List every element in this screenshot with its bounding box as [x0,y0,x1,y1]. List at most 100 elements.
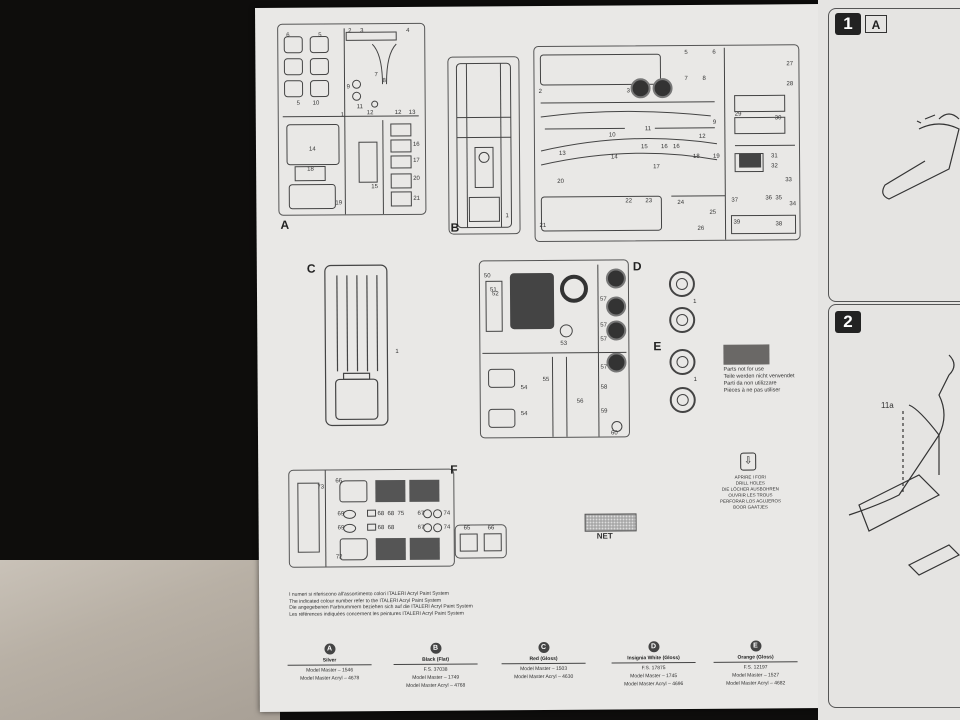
part-number: 18 [307,166,314,173]
part-number: 24 [677,200,685,207]
color-name: Black (Flat) [393,656,478,666]
part-number: 10 [608,132,616,139]
color-entry-d: D Insignia White (Gloss) F.S. 17875 Mode… [603,635,703,688]
part-number: 4 [664,88,668,95]
part-number: 10 [312,100,320,107]
part-number: 6 [286,32,290,39]
net-part [584,513,637,532]
part-number: 12 [366,110,374,117]
not-for-use-swatch [723,344,770,365]
part-number: 11 [356,104,363,111]
part-number: 54 [520,385,528,392]
part-number: 11 [644,126,652,133]
part-number: 5 [684,49,688,57]
part-number: 37 [731,197,739,204]
color-entry-b: B Black (Flat) F.S. 37038 Model Master –… [385,636,485,689]
color-letter: C [537,641,550,654]
part-number: 57 [600,322,607,329]
part-number: 13 [408,109,416,116]
part-number: 13 [559,150,566,157]
sprue-label-e: E [653,339,662,354]
window-part [459,533,478,552]
part-number: 66 [335,478,343,485]
part-number: 20 [413,175,420,182]
part-number: 32 [771,163,778,170]
part-number: 57 [600,336,608,343]
part-number: 31 [771,153,778,160]
part-number: 33 [785,177,792,184]
part-number: 12 [394,109,402,117]
not-for-use-legend: Parts not for use Teile werden nicht ver… [724,366,804,395]
assembly-page: 1 A 2 11a [818,0,960,720]
color-letter: E [749,640,762,652]
part-number: 18 [693,153,700,160]
part-number: 8 [702,75,706,82]
part-number: 59 [600,408,608,415]
color-mm: Model Master – 1503 [520,665,568,673]
tire-part [669,348,696,376]
step-sprue-tag: A [865,15,887,33]
part-block [739,153,762,168]
part-number: 9 [346,84,350,91]
paint-system: Acryl Paint System [399,597,442,604]
part-number: 74 [443,524,451,531]
instruction-sheet: 6 5 2 3 4 7 8 9 5 10 11 12 12 13 1 14 16… [255,4,825,712]
sprue-label-b: B [450,220,460,235]
part-number: 26 [697,225,705,232]
part-number: 57 [600,296,607,303]
sprue-b-drawing [455,62,513,229]
color-mma: Model Master Acryl – 4768 [406,682,466,689]
color-letter: D [647,641,660,653]
paint-system: Acryl Paint System [421,610,465,617]
part-number: 58 [600,384,608,391]
part-number: 55 [542,376,550,384]
part-number: 38 [775,221,783,228]
sprue-d-drawing [482,264,627,437]
color-mm: Model Master – 1527 [732,672,780,679]
part-number: 17 [653,164,660,171]
color-entry-a: A Silver Model Master – 1546 Model Maste… [279,637,379,682]
part-number: 27 [786,61,794,68]
part-number: 3 [626,88,630,95]
part-number: 56 [576,398,584,405]
color-letter: B [429,642,442,654]
part-number: 2 [348,28,352,35]
part-number: 16 [660,144,668,151]
part-number: 17 [413,157,420,164]
part-number: 1 [693,298,697,305]
part-number: 36 [765,195,773,202]
part-number: 22 [625,198,633,205]
step-1-box: 1 A [828,8,960,302]
step-2-box: 2 11a [828,304,960,708]
color-mma: Model Master Acryl – 4696 [624,681,684,688]
part-number: 5 [296,100,301,107]
color-name: Red (Gloss) [501,655,586,665]
step-number: 2 [835,311,861,333]
part-number: 8 [382,78,386,85]
color-mma: Model Master Acryl – 4682 [726,680,786,687]
drill-line: BOOR GAATJES [733,504,768,510]
part-number: 19 [713,153,720,160]
tire-part [668,270,696,298]
part-number: 16 [412,141,420,148]
part-number: 57 [600,364,608,371]
part-number: 73 [317,484,325,491]
sprue-label-c: C [306,261,316,276]
part-number: 5 [318,32,322,39]
paint-note-line: Les références indiquées concernent les … [289,610,421,618]
part-number: 69 [337,511,345,518]
color-mma: Model Master Acryl – 4678 [300,675,360,682]
part-number: 68 [377,525,385,532]
sprue-label-f: F [450,462,458,477]
part-number: 14 [308,146,316,153]
sprue-right-frame: 2 5 6 27 7 8 28 3 4 29 30 9 10 11 12 13 … [533,44,801,243]
part-number: 20 [557,178,564,185]
part-number: 28 [786,81,794,88]
sprue-d-frame: 50 51 57 57 57 52 53 57 54 55 56 58 54 5… [478,259,631,439]
color-name: Silver [287,657,372,666]
part-number: 21 [539,222,547,230]
tire-part [669,386,696,414]
color-mm: Model Master – 1546 [306,667,354,674]
color-entry-c: C Red (Gloss) Model Master – 1503 Model … [493,636,593,681]
color-name: Insignia White (Gloss) [611,654,696,664]
